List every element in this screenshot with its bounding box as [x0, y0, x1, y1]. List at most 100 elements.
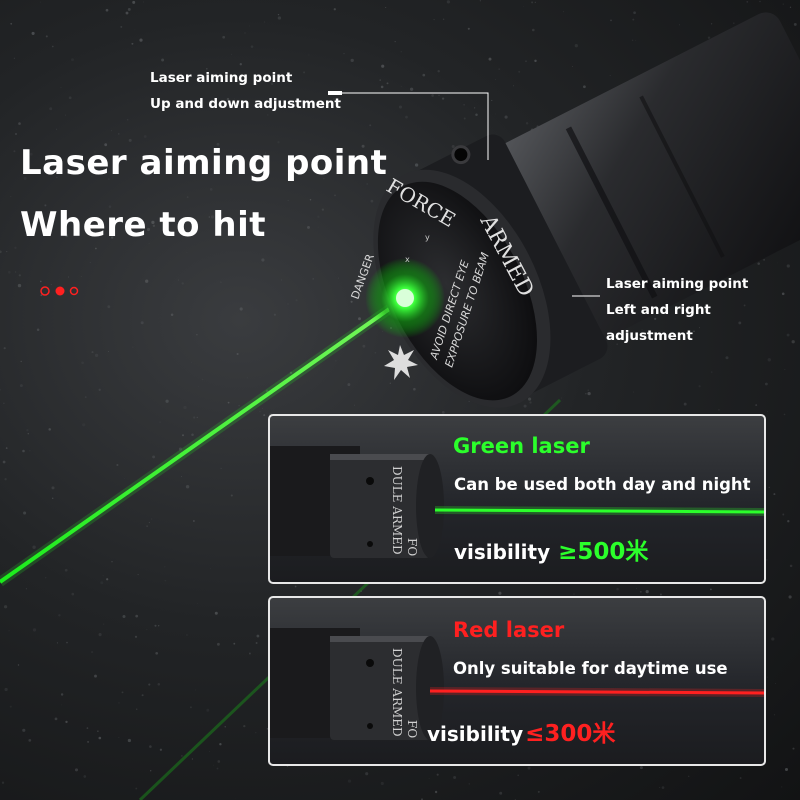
speckle: [159, 421, 161, 423]
speckle: [104, 143, 108, 147]
speckle: [422, 73, 426, 77]
speckle: [222, 35, 226, 39]
speckle: [289, 371, 293, 375]
speckle: [781, 786, 783, 788]
speckle: [152, 455, 156, 459]
speckle: [32, 628, 37, 632]
speckle: [186, 251, 188, 253]
speckle: [4, 478, 7, 481]
burst-icon: [384, 345, 418, 380]
speckle: [161, 58, 165, 62]
speckle: [120, 25, 123, 28]
speckle: [641, 329, 643, 331]
speckle: [438, 94, 440, 96]
speckle: [773, 714, 776, 716]
speckle: [135, 614, 139, 618]
speckle: [17, 283, 22, 288]
speckle: [148, 683, 151, 686]
speckle: [327, 308, 329, 311]
speckle: [142, 1, 144, 3]
red-laser-panel: DULE ARMED FO Red laser Only suitable fo…: [268, 596, 766, 766]
speckle: [36, 328, 40, 332]
speckle: [159, 748, 163, 751]
speckle: [126, 119, 129, 121]
speckle: [525, 60, 527, 63]
speckle: [15, 271, 17, 273]
speckle: [84, 396, 87, 398]
speckle: [118, 702, 120, 704]
speckle: [146, 525, 148, 527]
speckle: [264, 21, 265, 23]
speckle: [463, 103, 465, 106]
speckle: [155, 651, 159, 655]
speckle: [206, 708, 210, 712]
speckle: [488, 57, 492, 61]
speckle: [385, 6, 387, 9]
speckle: [248, 25, 251, 27]
speckle: [60, 87, 62, 89]
speckle: [239, 63, 242, 66]
speckle: [259, 376, 261, 378]
speckle: [755, 404, 758, 407]
speckle: [531, 1, 534, 4]
speckle: [316, 153, 319, 156]
speckle: [181, 282, 184, 285]
speckle: [105, 8, 109, 12]
speckle: [136, 708, 138, 710]
speckle: [114, 167, 117, 170]
callout-line-top: [330, 92, 489, 160]
speckle: [40, 294, 43, 297]
speckle: [437, 70, 440, 73]
speckle: [366, 183, 368, 185]
speckle: [717, 408, 720, 411]
speckle: [763, 258, 766, 261]
speckle: [193, 520, 195, 522]
speckle: [308, 54, 310, 56]
speckle: [220, 281, 222, 283]
speckle: [609, 75, 611, 77]
speckle: [273, 313, 276, 316]
speckle: [219, 743, 222, 746]
speckle: [87, 740, 90, 743]
speckle: [4, 687, 8, 692]
speckle: [764, 382, 768, 386]
speckle: [216, 767, 219, 770]
speckle: [178, 279, 180, 281]
speckle: [165, 399, 169, 403]
speckle: [287, 303, 289, 305]
speckle: [164, 566, 166, 568]
speckle: [97, 730, 99, 732]
speckle: [122, 615, 126, 618]
speckle: [111, 236, 114, 239]
speckle: [277, 13, 280, 16]
speckle: [248, 652, 251, 655]
green-laser-description: Can be used both day and night: [454, 475, 751, 494]
speckle: [757, 262, 760, 265]
speckle: [255, 642, 258, 644]
speckle: [40, 280, 42, 283]
speckle: [164, 579, 167, 582]
speckle: [534, 1, 536, 3]
speckle: [784, 767, 789, 772]
speckle: [277, 141, 280, 144]
speckle: [111, 130, 112, 132]
speckle: [106, 578, 109, 581]
speckle: [202, 378, 204, 380]
speckle: [441, 411, 445, 414]
speckle: [442, 18, 445, 21]
speckle: [157, 683, 161, 686]
speckle: [132, 346, 134, 348]
speckle: [56, 642, 58, 644]
speckle: [236, 164, 237, 165]
speckle: [632, 18, 635, 21]
speckle: [244, 32, 246, 34]
speckle: [13, 57, 15, 59]
headline-line-1: Laser aiming point: [20, 143, 388, 183]
speckle: [787, 520, 790, 523]
speckle: [3, 605, 8, 609]
red-visibility-label: visibility: [427, 722, 524, 746]
speckle: [380, 85, 384, 89]
speckle: [317, 226, 319, 228]
speckle: [263, 414, 266, 417]
speckle: [495, 113, 496, 115]
